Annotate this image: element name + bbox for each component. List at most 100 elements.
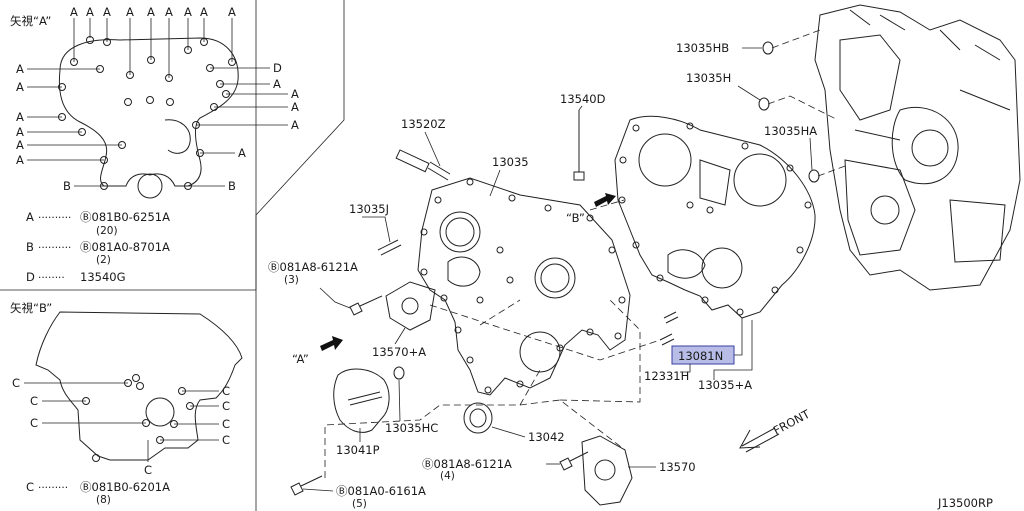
label-13035hc: 13035HC — [385, 421, 438, 435]
bolt-hole — [454, 326, 462, 334]
part-13520z-sensor — [395, 149, 451, 181]
callout-a-right-4: A — [291, 118, 299, 132]
leader-13570a — [394, 327, 406, 345]
callout-d: D — [273, 61, 282, 75]
bolt-hole — [92, 454, 100, 462]
bolt-hole — [632, 241, 640, 249]
legend-a-letter: A — [26, 210, 34, 224]
label-13035hb: 13035HB — [676, 41, 729, 55]
callout-a-left-3: A — [16, 110, 24, 124]
view-b-legend: C ········· Ⓑ081B0-6201A (8) — [26, 480, 170, 506]
bolt-hole — [420, 228, 428, 236]
label-13570a: 13570+A — [372, 345, 426, 359]
leader-13035h — [737, 85, 761, 101]
callout-a-top-6: A — [165, 5, 173, 19]
front-cover-13035 — [417, 177, 631, 396]
legend-a-dots: ·········· — [38, 212, 71, 224]
bolt-8121-a — [349, 295, 383, 316]
rear-case-bolts — [618, 122, 812, 316]
gasket-13570 — [581, 435, 633, 506]
callout-a-left-2: A — [16, 80, 24, 94]
arrow-b-icon — [594, 193, 616, 207]
label-13041p: 13041P — [336, 443, 380, 457]
bolt-hole — [484, 386, 492, 394]
callout-a-right-5: A — [238, 146, 246, 160]
leader-13035hc — [398, 379, 401, 422]
view-b-panel: 矢視“B” C C C C C C C C C ········· Ⓑ081B0… — [10, 301, 243, 506]
legend-b-letter: B — [26, 240, 34, 254]
bolt-hole — [556, 344, 564, 352]
legend-a-part: Ⓑ081B0-6251A — [80, 210, 170, 224]
engine-block-drawing — [814, 4, 1021, 291]
bolt-6161 — [290, 475, 323, 496]
front-cover-crank-hole — [519, 331, 561, 373]
leader-13042 — [491, 426, 526, 438]
callout-a-top-9: A — [228, 5, 236, 19]
label-bolt-8121-a-qty: (3) — [284, 274, 299, 286]
main-exploded-view: 13540D “B” 13520Z 13035 13035J Ⓑ08 — [268, 4, 1021, 510]
assembly-dash-lines — [324, 199, 661, 478]
bolt-hole — [771, 286, 779, 294]
gasket-13570a — [385, 281, 436, 331]
legend-d-part: 13540G — [80, 270, 126, 284]
label-13570: 13570 — [659, 460, 696, 474]
bolt-hole — [632, 124, 640, 132]
bolt-hole — [608, 246, 616, 254]
legend-d-letter: D — [26, 270, 35, 284]
legend-c-qty: (8) — [96, 494, 111, 506]
bolt-hole — [686, 201, 694, 209]
leader-13520z — [424, 131, 441, 167]
leader-13035j — [362, 216, 391, 243]
oring-13035hc — [393, 366, 405, 380]
oring-dashed-lines — [767, 29, 849, 177]
bolt-hole — [706, 206, 714, 214]
bolt-hole — [741, 142, 749, 150]
bolt-hole — [466, 178, 474, 186]
bolt-hole — [656, 274, 664, 282]
callout-b-right: B — [228, 179, 236, 193]
legend-c-letter: C — [26, 480, 34, 494]
front-arrow-icon — [739, 427, 780, 453]
label-front: FRONT — [771, 406, 813, 437]
callout-c-right-2: C — [222, 399, 230, 413]
callout-c-left-1: C — [12, 376, 20, 390]
bolt-hole — [440, 294, 448, 302]
bolt-hole — [434, 196, 442, 204]
bolt-hole — [496, 246, 504, 254]
view-a-legend: A ·········· Ⓑ081B0-6251A (20) B ·······… — [26, 210, 170, 284]
callout-b-left: B — [63, 179, 71, 193]
bolt-hole — [476, 296, 484, 304]
leader-bolt-8121-a — [319, 287, 351, 309]
bolt-hole — [618, 296, 626, 304]
view-b-crank-hole — [145, 397, 175, 427]
part-13035j-pin — [377, 239, 402, 256]
callout-c-right-4: C — [222, 433, 230, 447]
bolt-hole — [686, 122, 694, 130]
callout-a-left-6: A — [16, 153, 24, 167]
pin-leaders — [680, 318, 753, 380]
oring-13035h — [758, 97, 770, 111]
front-cover-hole-2 — [534, 257, 576, 299]
callout-a-right-2: A — [291, 87, 299, 101]
bolt-hole — [516, 380, 524, 388]
label-13035h: 13035H — [686, 71, 731, 85]
rear-case-crank-hole — [701, 247, 743, 289]
callout-a-top-1: A — [70, 5, 78, 19]
label-bolt-8121-b: Ⓑ081A8-6121A — [422, 457, 512, 471]
leader-13035ha — [809, 137, 813, 171]
bolt-hole — [506, 276, 514, 284]
rear-case-pump-boss — [667, 249, 706, 279]
leader-13035 — [489, 169, 501, 197]
legend-b-part: Ⓑ081A0-8701A — [80, 240, 170, 254]
part-13041p-pump-cover — [333, 368, 390, 433]
bolt-hole — [136, 382, 144, 390]
bolt-13540d — [573, 105, 585, 181]
front-cover-bolts — [420, 178, 626, 394]
bolt-hole — [586, 214, 594, 222]
label-13035a: 13035+A — [698, 378, 752, 392]
view-a-left-callouts: A A A A A A — [16, 62, 24, 167]
view-a-top-callouts: A A A A A A A A A — [70, 5, 236, 19]
view-a-cover-outline — [58, 37, 239, 187]
